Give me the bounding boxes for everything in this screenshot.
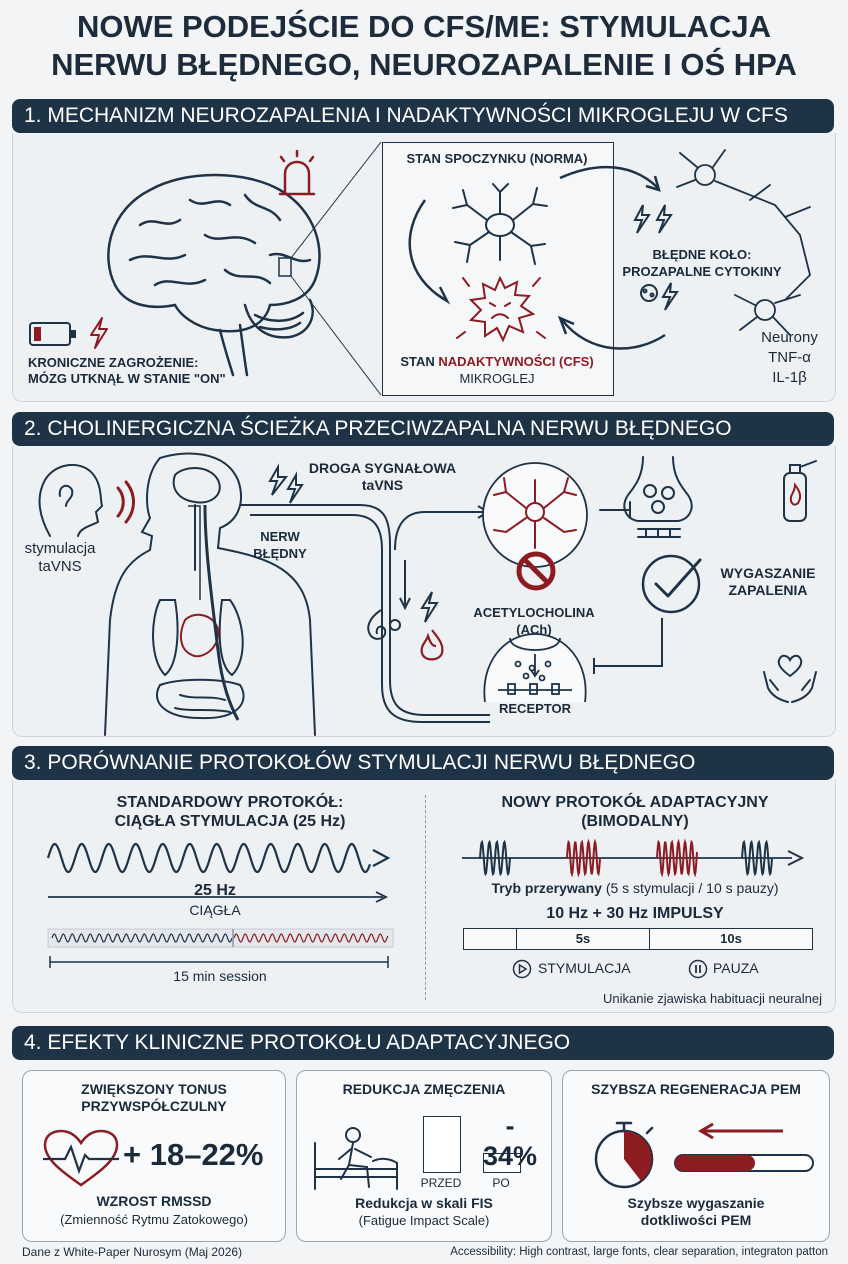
vagus-nerve-label: NERW BŁĘDNY	[253, 529, 307, 561]
acetylcholine-label: ACETYLOCHOLINA (ACh)	[473, 605, 595, 637]
burst-wave-plot	[462, 838, 805, 878]
play-icon	[512, 959, 532, 979]
habituation-note: Unikanie zjawiska habituacji neuralnej	[603, 991, 822, 1006]
session-strip	[47, 928, 394, 948]
hyperactive-microglia-icon	[456, 275, 546, 343]
card2-metric-desc: (Fatigue Impact Scale)	[358, 1213, 490, 1228]
cytokine-list: Neurony TNF-α IL-1β	[761, 329, 818, 386]
page-title: NOWE PODEJŚCIE DO CFS/ME: STYMULACJA NER…	[51, 9, 797, 82]
inflammation-extinction-label: WYGASZANIE ZAPALENIA	[720, 565, 816, 598]
checkmark-icon	[641, 554, 702, 614]
adaptive-protocol-title: NOWY PROTOKÓŁ ADAPTACYJNY (BIMODALNY)	[501, 794, 769, 830]
lightning-icon	[90, 317, 108, 349]
receptor-label: RECEPTOR	[499, 701, 571, 716]
pause-legend: PAUZA	[713, 960, 759, 976]
hyperactive-state-label: STAN NADAKTYWNOŚCI (CFS)	[400, 354, 594, 369]
ear-stimulation-icon	[38, 464, 135, 537]
stimulation-label: stymulacja taVNS	[24, 540, 96, 575]
flame-icon	[420, 629, 444, 661]
card2-title: REDUKCJA ZMĘCZENIA	[342, 1081, 506, 1097]
droplet-icon	[367, 609, 387, 640]
card1-value: + 18–22%	[123, 1137, 264, 1172]
chronic-threat-label: KRONICZNE ZAGROŻENIE: MÓZG UTKNĄŁ W STAN…	[28, 355, 226, 386]
signal-path-label: DROGA SYGNAŁOWA taVNS	[308, 460, 457, 493]
after-label: PO	[492, 1176, 510, 1190]
section3-heading: 3. PORÓWNANIE PROTOKOŁÓW STYMULACJI NERW…	[12, 746, 834, 780]
hz-arrow	[48, 891, 389, 903]
cycle-arrows	[408, 199, 451, 305]
low-battery-icon	[29, 322, 76, 346]
microglia-label: MIKROGLEJ	[459, 371, 535, 386]
synapse-icon	[599, 456, 693, 538]
vicious-circle-label: BŁĘDNE KOŁO: PROZAPALNE CYTOKINY	[622, 247, 782, 279]
block-icon	[516, 551, 556, 591]
tired-person-icon	[314, 1127, 398, 1190]
timing-5s: 5s	[516, 929, 650, 949]
section2-heading: 2. CHOLINERGICZNA ŚCIEŻKA PRZECIWZAPALNA…	[12, 412, 834, 446]
mode-label: Tryb przerywany (5 s stymulacji / 10 s p…	[491, 880, 779, 896]
card2-metric: Redukcja w skali FIS	[355, 1195, 493, 1211]
card1-title: ZWIĘKSZONY TONUS PRZYWSPÓŁCZULNY	[81, 1081, 227, 1114]
resting-microglia-icon	[452, 183, 548, 265]
inhibit-feedback-line	[593, 618, 663, 674]
brain-icon	[107, 173, 321, 377]
stimulation-legend: STYMULACJA	[538, 960, 631, 976]
small-lightning-icon	[420, 591, 439, 623]
card-pem: SZYBSZA REGENERACJA PEM Szybsze wygaszan…	[562, 1070, 830, 1242]
accessibility-note: Accessibility: High contrast, large font…	[450, 1246, 828, 1258]
before-label: PRZED	[420, 1176, 462, 1190]
signal-path-lines	[240, 504, 490, 723]
source-note: Dane z White-Paper Nurosym (Maj 2026)	[22, 1245, 243, 1259]
impulses-label: 10 Hz + 30 Hz IMPULSY	[546, 905, 724, 922]
card3-desc: Szybsze wygaszanie dotkliwości PEM	[627, 1195, 765, 1228]
card-parasympathetic: ZWIĘKSZONY TONUS PRZYWSPÓŁCZULNY + 18–22…	[22, 1070, 286, 1242]
recovery-bar-icon	[674, 1122, 814, 1172]
session-label: 15 min session	[173, 968, 267, 984]
card3-title: SZYBSZA REGENERACJA PEM	[591, 1081, 801, 1097]
section4-heading: 4. EFEKTY KLINICZNE PROTOKOŁU ADAPTACYJN…	[12, 1026, 834, 1060]
human-body-vagus-icon	[104, 452, 316, 736]
signal-lightning-icon	[268, 463, 304, 504]
heart-pulse-icon	[43, 1129, 119, 1187]
standard-protocol-title: STANDARDOWY PROTOKÓŁ: CIĄGŁA STYMULACJA …	[114, 794, 346, 830]
continuous-label: CIĄGŁA	[189, 902, 241, 918]
fatigue-after-bar	[483, 1153, 521, 1173]
section1-heading: 1. MECHANIZM NEUROZAPALENIA I NADAKTYWNO…	[12, 99, 834, 133]
fatigue-before-bar	[423, 1116, 461, 1173]
zoom-connector	[278, 141, 382, 396]
protocol-divider	[425, 795, 426, 1000]
pause-icon	[688, 959, 708, 979]
card-fatigue: REDUKCJA ZMĘCZENIA - 34% PRZED PO Redukc…	[296, 1070, 552, 1242]
hz-label: 25 Hz	[194, 882, 236, 899]
card2-value: - 34%	[482, 1111, 538, 1171]
continuous-wave-plot	[46, 842, 391, 874]
rest-state-label: STAN SPOCZYNKU (NORMA)	[406, 151, 588, 166]
neuron-network-icon	[633, 149, 811, 336]
alarm-siren-icon	[278, 149, 316, 196]
caring-hands-icon	[763, 654, 817, 703]
timing-bar: 5s 10s	[463, 928, 813, 950]
timing-10s: 10s	[720, 931, 742, 946]
receptor-synapse-icon	[483, 633, 587, 703]
stopwatch-icon	[594, 1121, 654, 1189]
extinguisher-icon	[783, 460, 817, 522]
card1-metric-desc: (Zmienność Rytmu Zatokowego)	[60, 1212, 248, 1227]
outflow-arrows	[557, 165, 666, 350]
microglia-zoom-box	[382, 142, 614, 396]
card1-metric: WZROST RMSSD	[96, 1193, 212, 1209]
session-arrow	[49, 956, 389, 968]
